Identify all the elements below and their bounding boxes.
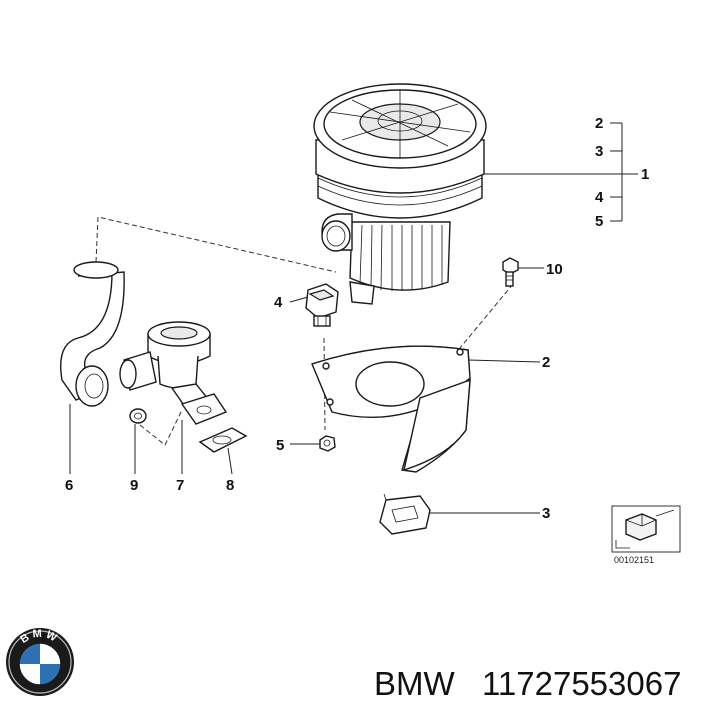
small-gasket (129, 408, 147, 424)
callout-1: 1 (641, 166, 649, 183)
callouts: 2 3 1 4 5 10 4 2 5 3 6 9 7 8 (65, 115, 649, 522)
callout-7: 7 (176, 477, 184, 494)
bmw-logo: BMW (6, 628, 74, 696)
callout-3-top: 3 (595, 143, 603, 160)
callout-9: 9 (130, 477, 138, 494)
clip (379, 493, 431, 535)
air-pump (313, 83, 487, 305)
reference-code: 00102151 (614, 555, 654, 565)
callout-2-top: 2 (595, 115, 603, 132)
callout-5-top: 5 (595, 213, 603, 230)
callout-6: 6 (65, 477, 73, 494)
leader-lines (69, 122, 638, 514)
nut (319, 435, 336, 452)
bolt (502, 257, 519, 287)
connector (305, 283, 339, 327)
valve (119, 321, 228, 425)
hose (60, 261, 125, 407)
reference-box: 00102151 (611, 505, 681, 565)
callout-4-connector: 4 (274, 294, 283, 311)
callout-8: 8 (226, 477, 234, 494)
callout-3-clip: 3 (542, 505, 550, 522)
bracket (311, 345, 471, 473)
callout-5-nut: 5 (276, 437, 284, 454)
flange-gasket (198, 427, 248, 453)
callout-2-bracket: 2 (542, 354, 550, 371)
callout-10: 10 (546, 261, 563, 278)
caption-part-number: 11727553067 (482, 665, 681, 702)
caption-brand: BMW (374, 665, 456, 702)
logo-lettering: BMW (18, 628, 61, 646)
callout-4-top: 4 (595, 189, 604, 206)
caption: BMW 11727553067 (374, 665, 681, 702)
